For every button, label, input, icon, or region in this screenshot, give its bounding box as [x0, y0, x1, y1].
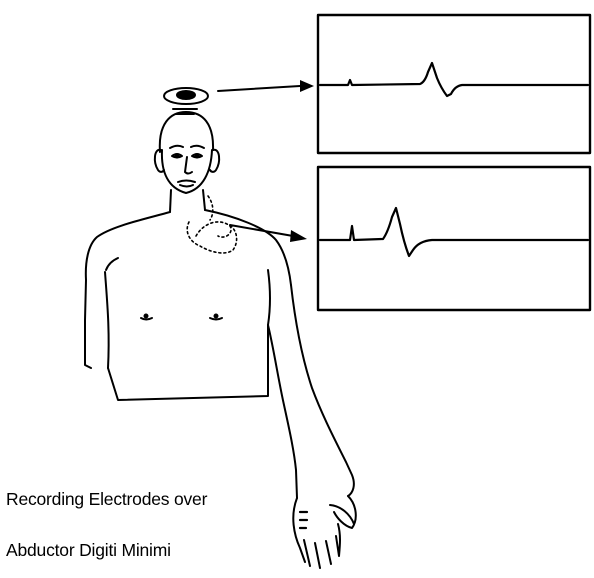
scalp-electrode — [164, 88, 208, 114]
lower-trace-panel — [318, 167, 590, 310]
upper-arrow — [218, 80, 314, 92]
lower-trace-frame — [318, 167, 590, 310]
upper-waveform — [320, 63, 588, 96]
torso — [85, 190, 291, 400]
caption-line-1: Recording Electrodes over — [6, 489, 207, 510]
caption-line-2: Abductor Digiti Minimi — [6, 540, 171, 561]
upper-trace-panel — [318, 15, 590, 153]
head — [155, 112, 219, 193]
hand — [293, 496, 355, 568]
right-arm — [268, 285, 356, 568]
lower-waveform — [320, 208, 588, 256]
hand-recording-electrodes — [300, 512, 307, 528]
